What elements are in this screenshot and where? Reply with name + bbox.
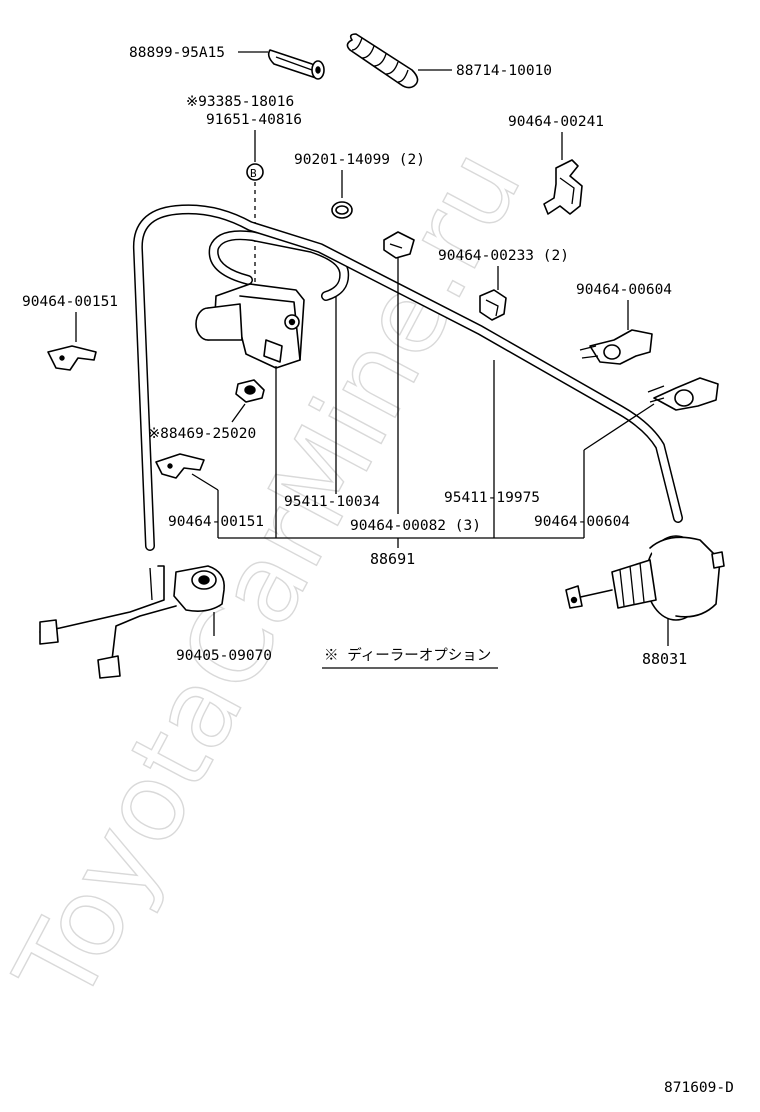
b-marker	[246, 163, 264, 181]
label-91651: 91651-40816	[206, 112, 302, 128]
hose-piece-88899	[267, 49, 325, 80]
label-90464-233: 90464-00233 (2)	[438, 248, 569, 264]
clamp-90464-604a	[579, 329, 653, 365]
label-90201: 90201-14099 (2)	[294, 152, 425, 168]
label-90464-604b: 90464-00604	[534, 514, 630, 530]
label-90464-241: 90464-00241	[508, 114, 604, 130]
label-90405: 90405-09070	[176, 648, 272, 664]
label-88714: 88714-10010	[456, 63, 552, 79]
clamp-90464-241	[543, 159, 583, 215]
leader-88469	[231, 403, 246, 423]
clamp-90464-233	[479, 289, 507, 321]
clamp-90464-151a	[47, 345, 97, 371]
label-90464-151a: 90464-00151	[22, 294, 118, 310]
fitting-90405	[39, 565, 225, 679]
cushion-88469	[235, 379, 265, 403]
b-marker-text: B	[250, 167, 257, 180]
leader-151b	[191, 473, 219, 491]
diagram-id: 871609-D	[664, 1080, 734, 1096]
clip-90464-082	[383, 231, 415, 259]
label-88031: 88031	[642, 650, 687, 668]
label-95411-10034: 95411-10034	[284, 494, 380, 510]
clamp-90464-604b	[647, 377, 719, 411]
label-95411-19975: 95411-19975	[444, 490, 540, 506]
label-90464-151b: 90464-00151	[168, 514, 264, 530]
label-90464-082: 90464-00082 (3)	[350, 518, 481, 534]
label-93385: ※93385-18016	[186, 94, 294, 110]
watermark: ToyotaCarMine.ru	[0, 130, 546, 1023]
protector-88714	[346, 33, 419, 89]
label-88469: ※88469-25020	[148, 426, 256, 442]
actuator-88031	[565, 535, 725, 621]
clamp-90464-151b	[155, 453, 205, 479]
dealer-option-note: ※ ディーラーオプション	[324, 646, 491, 664]
label-88691: 88691	[370, 550, 415, 568]
label-88899: 88899-95A15	[129, 45, 225, 61]
leader-604b-a	[583, 403, 655, 451]
label-90464-604a: 90464-00604	[576, 282, 672, 298]
vsv-valve	[195, 283, 305, 369]
